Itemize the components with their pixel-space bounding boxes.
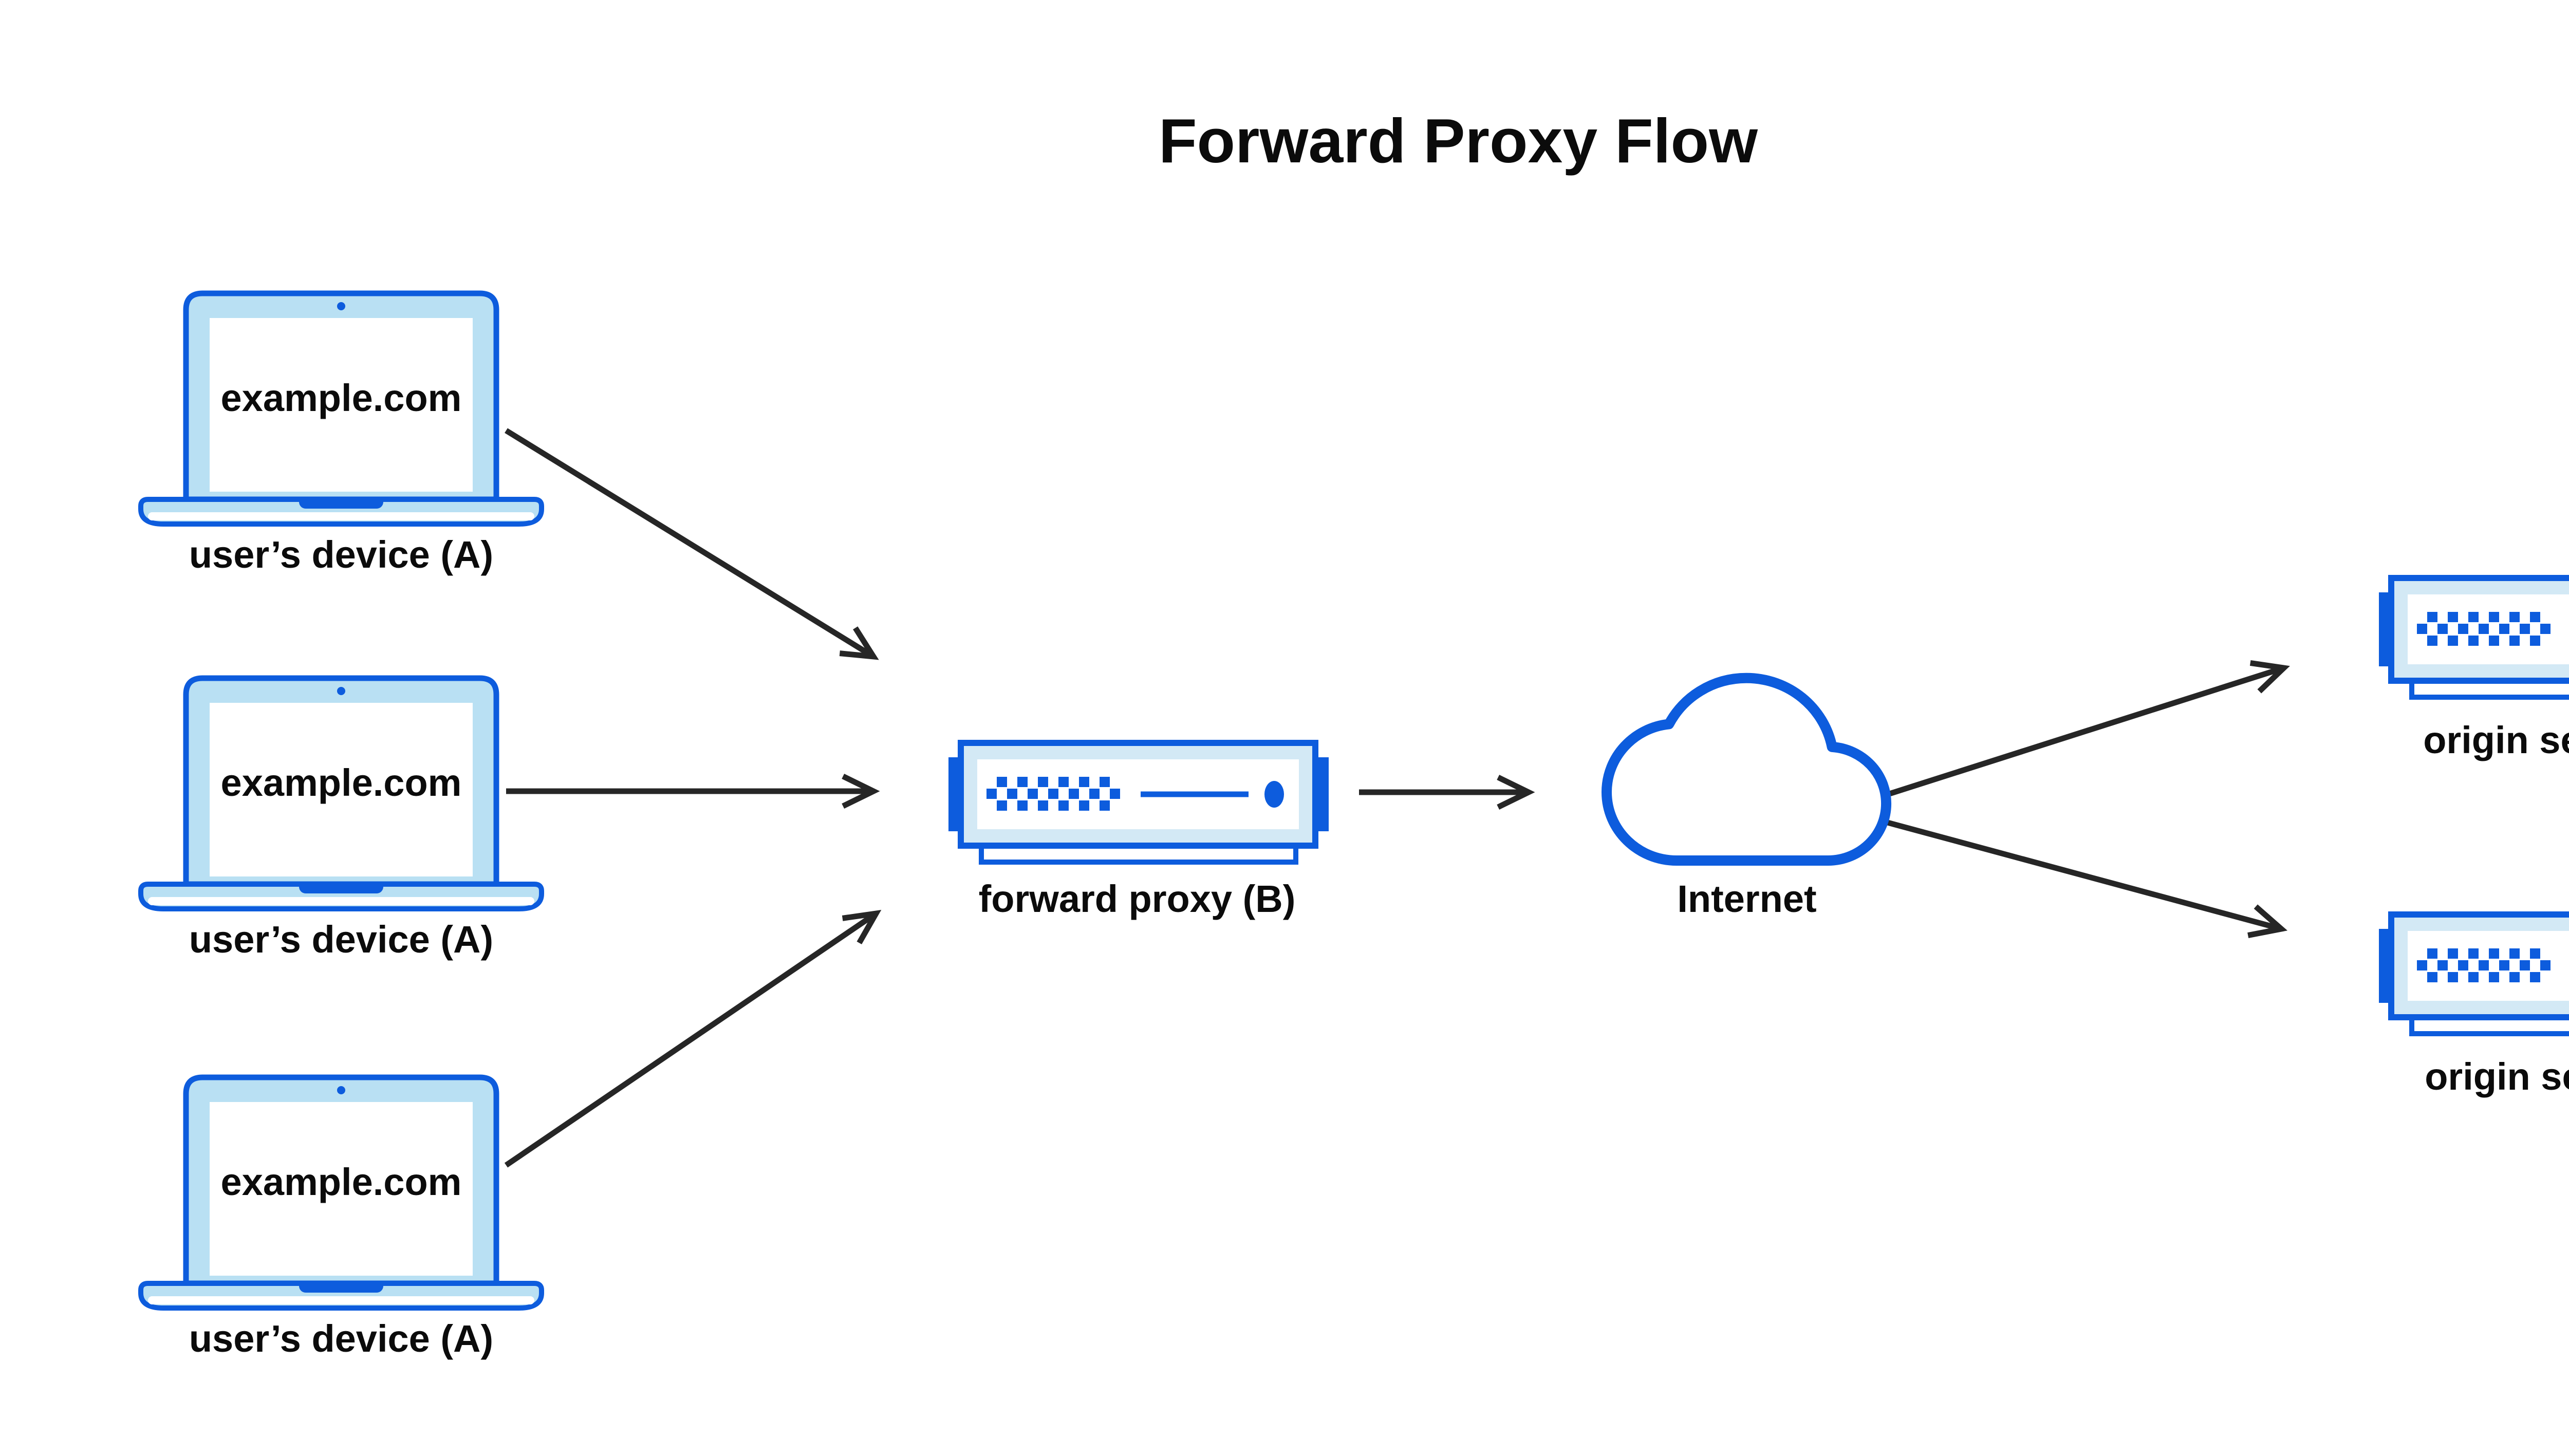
- cloud-icon: [1607, 678, 1886, 861]
- arrow-user-device-1-to-forward-proxy: [505, 428, 879, 660]
- arrowhead-icon: [839, 626, 879, 660]
- internet-label: Internet: [1677, 878, 1816, 920]
- arrowhead-icon: [2249, 660, 2290, 694]
- device-screen-text: example.com: [221, 1161, 462, 1203]
- device-screen-text: example.com: [221, 377, 462, 419]
- device-screen-text: example.com: [221, 761, 462, 804]
- arrow-user-device-3-to-forward-proxy: [504, 909, 882, 1168]
- user-device-2: example.com user’s device (A): [141, 678, 542, 961]
- server-icon: [2379, 914, 2569, 1034]
- arrow-forward-proxy-to-internet: [1359, 775, 1535, 810]
- arrow-internet-to-origin-server-2: [1885, 819, 2288, 938]
- forward-proxy: forward proxy (B): [948, 743, 1329, 920]
- proxy-label: forward proxy (B): [979, 878, 1296, 920]
- device-label: user’s device (A): [189, 918, 493, 961]
- user-device-1: example.com user’s device (A): [141, 293, 542, 576]
- server-icon: [2379, 578, 2569, 697]
- origin-server-1: origin server (C): [2379, 578, 2569, 761]
- arrow-internet-to-origin-server-1: [1884, 660, 2290, 798]
- device-label: user’s device (A): [189, 533, 493, 576]
- origin-server-label: origin server (C): [2423, 719, 2569, 761]
- flow-arrows: [504, 428, 2290, 1168]
- origin-server-label: origin server (C): [2425, 1055, 2569, 1098]
- origin-server-2: origin server (C): [2379, 914, 2569, 1098]
- arrowhead-icon: [842, 909, 882, 945]
- user-device-3: example.com user’s device (A): [141, 1077, 542, 1360]
- device-label: user’s device (A): [189, 1317, 493, 1360]
- arrowhead-icon: [842, 774, 880, 809]
- server-icon: [948, 743, 1329, 862]
- internet: Internet: [1607, 678, 1886, 920]
- page-title: Forward Proxy Flow: [1159, 106, 1758, 176]
- arrow-user-device-2-to-forward-proxy: [506, 774, 880, 809]
- arrowhead-icon: [1497, 775, 1535, 810]
- arrowhead-icon: [2247, 904, 2288, 938]
